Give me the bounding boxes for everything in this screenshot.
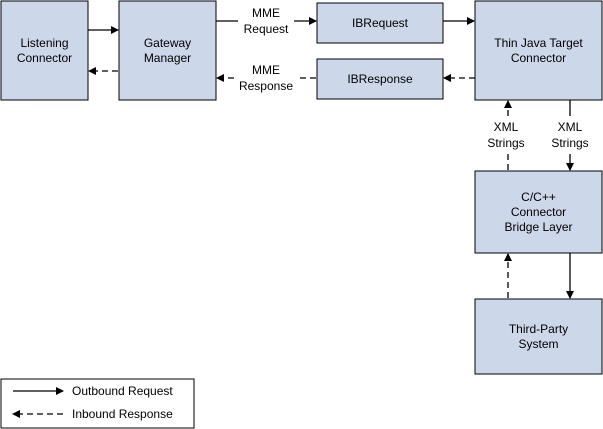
- thin-java-target-connector-label-line-1: Thin Java Target: [494, 36, 583, 50]
- legend: Outbound Request Inbound Response: [0, 378, 195, 429]
- xml-strings-out-label-line-2: Strings: [551, 136, 588, 150]
- listening-connector-label-line-2: Connector: [17, 51, 72, 65]
- gateway-manager-label-line-1: Gateway: [144, 36, 191, 50]
- xml-strings-out-label-line-1: XML: [558, 120, 583, 134]
- mme-response-label-line-2: Response: [239, 79, 293, 93]
- third-party-system-label-line-1: Third-Party: [509, 322, 568, 336]
- listening-connector-node: Listening Connector: [0, 0, 89, 101]
- bridge-layer-label-line-1: C/C++: [521, 190, 556, 204]
- legend-inbound-label: Inbound Response: [72, 407, 173, 421]
- ibresponse-node: IBResponse: [316, 58, 444, 100]
- mme-request-label-line-2: Request: [244, 22, 289, 36]
- bridge-layer-label-line-2: Connector: [511, 205, 566, 219]
- ibrequest-label: IBRequest: [352, 16, 409, 30]
- xml-strings-in-label-line-2: Strings: [487, 136, 524, 150]
- third-party-system-node: Third-Party System: [474, 298, 603, 375]
- legend-outbound-label: Outbound Request: [72, 384, 173, 398]
- mme-response-label-line-1: MME: [252, 63, 280, 77]
- ibrequest-node: IBRequest: [316, 2, 444, 44]
- mme-request-label-line-1: MME: [252, 6, 280, 20]
- ibresponse-label: IBResponse: [347, 72, 413, 86]
- thin-java-target-connector-label-line-2: Connector: [511, 51, 566, 65]
- third-party-system-label-line-2: System: [518, 337, 558, 351]
- gateway-manager-label-line-2: Manager: [144, 51, 191, 65]
- listening-connector-label-line-1: Listening: [20, 36, 68, 50]
- bridge-layer-label-line-3: Bridge Layer: [504, 220, 572, 234]
- gateway-manager-node: Gateway Manager: [118, 0, 217, 101]
- xml-strings-in-label-line-1: XML: [494, 120, 519, 134]
- thin-java-target-connector-node: Thin Java Target Connector: [474, 0, 603, 101]
- bridge-layer-node: C/C++ Connector Bridge Layer: [474, 170, 603, 254]
